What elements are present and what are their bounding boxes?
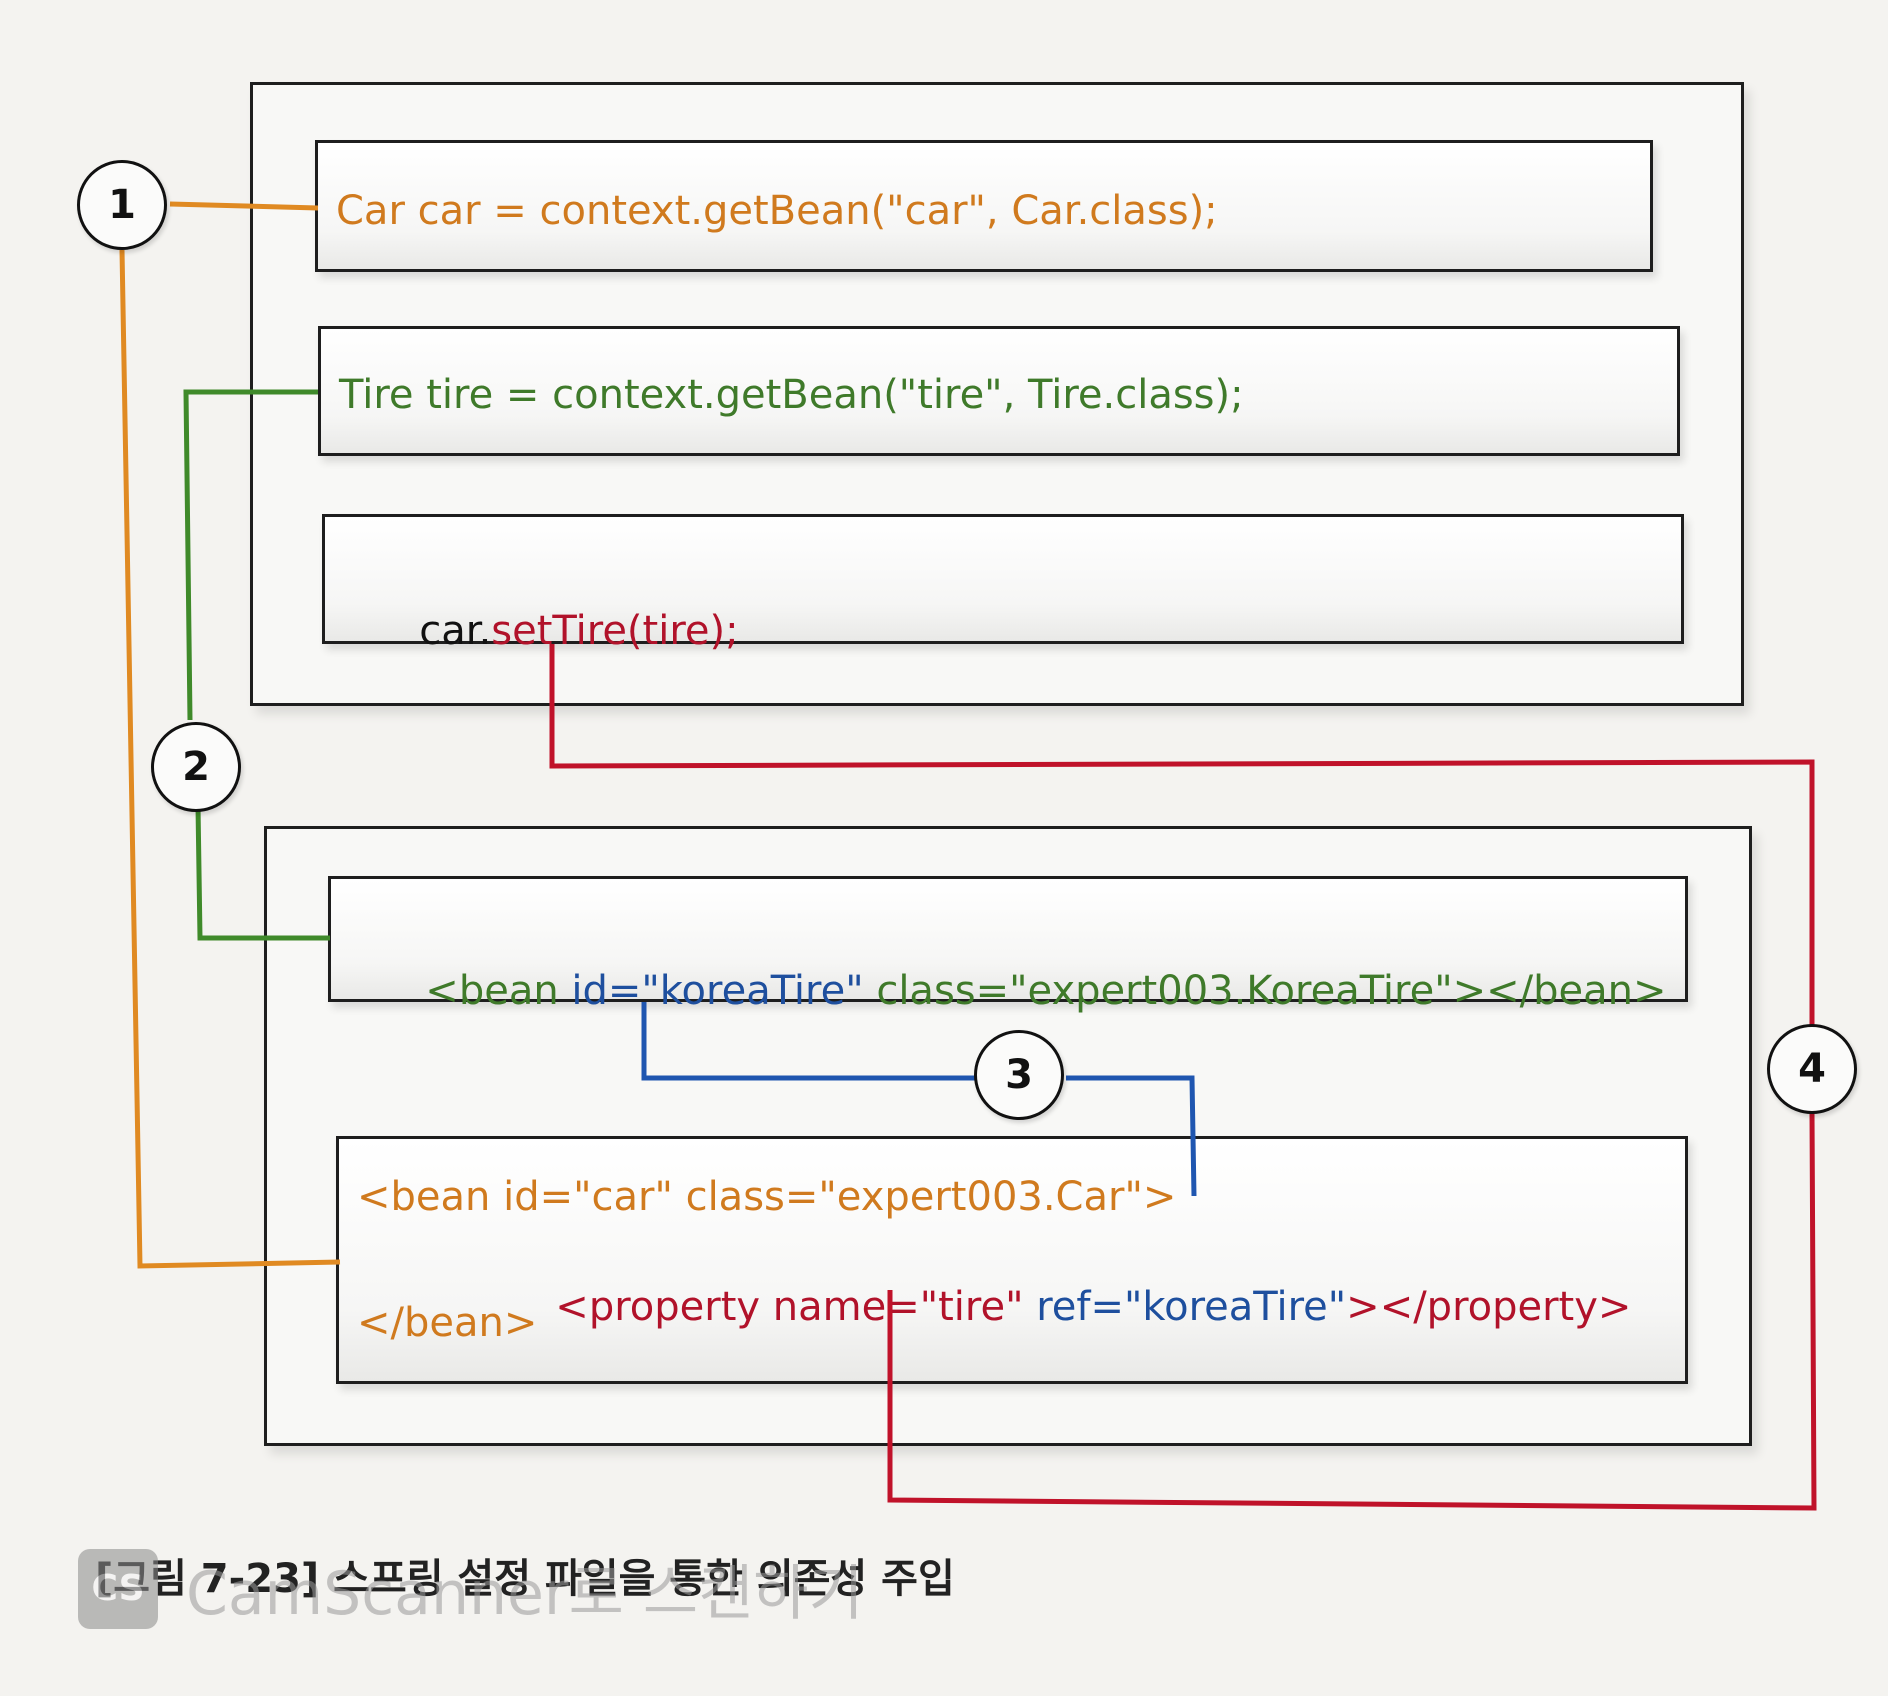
set-tire-code: car.setTire(tire); [343,559,739,703]
property-ref: ref="koreaTire" [1023,1284,1347,1330]
link-1-car-line [169,201,319,211]
property-element: <property name="tire" ref="koreaTire"></… [479,1235,1631,1379]
link-2-tire-line [183,389,318,721]
get-car-bean-code: Car car = context.getBean("car", Car.cla… [336,188,1218,234]
link-1-car-line [119,249,341,1269]
property-close: ></property> [1346,1284,1632,1330]
set-tire-box: car.setTire(tire); [322,514,1684,654]
badge-2: 2 [151,722,241,812]
get-tire-bean-code: Tire tire = context.getBean("tire", Tire… [339,372,1244,418]
korea-tire-bean-rest: class="expert003.KoreaTire"></bean> [863,968,1667,1014]
set-tire-object: car. [419,608,492,654]
korea-tire-bean-open: <bean [425,968,572,1014]
link-4-inject-line [549,644,1815,1026]
camscanner-watermark-text: CamScanner로 스캔하기 [186,1559,864,1629]
korea-tire-bean-id: id="koreaTire" [571,968,864,1014]
korea-tire-bean-box: <bean id="koreaTire" class="expert003.Ko… [328,876,1688,1014]
camscanner-logo: CS [78,1548,158,1629]
figure-caption: [그림 7-23] 스프링 설정 파일을 통한 의존성 주입 [95,1556,955,1602]
badge-1: 1 [77,160,167,250]
get-tire-bean-box: Tire tire = context.getBean("tire", Tire… [318,326,1680,456]
link-3-ref-line [641,1002,976,1081]
badge-4: 4 [1767,1024,1857,1114]
link-2-tire-line [195,805,330,941]
badge-3: 3 [974,1030,1064,1120]
link-4-inject-line [887,1111,1817,1511]
set-tire-method: setTire(tire); [491,608,739,654]
korea-tire-bean-code: <bean id="koreaTire" class="expert003.Ko… [349,919,1666,1063]
camscanner-watermark: CS CamScanner로 스캔하기 [78,1545,864,1632]
get-car-bean-box: Car car = context.getBean("car", Car.cla… [315,140,1653,272]
property-open: <property name="tire" [555,1284,1024,1330]
car-bean-box: <bean id="car" class="expert003.Car"> <p… [336,1136,1688,1384]
link-3-ref-line [1066,1075,1197,1197]
car-bean-close: </bean> [357,1300,538,1346]
car-bean-open: <bean id="car" class="expert003.Car"> [357,1174,1177,1220]
